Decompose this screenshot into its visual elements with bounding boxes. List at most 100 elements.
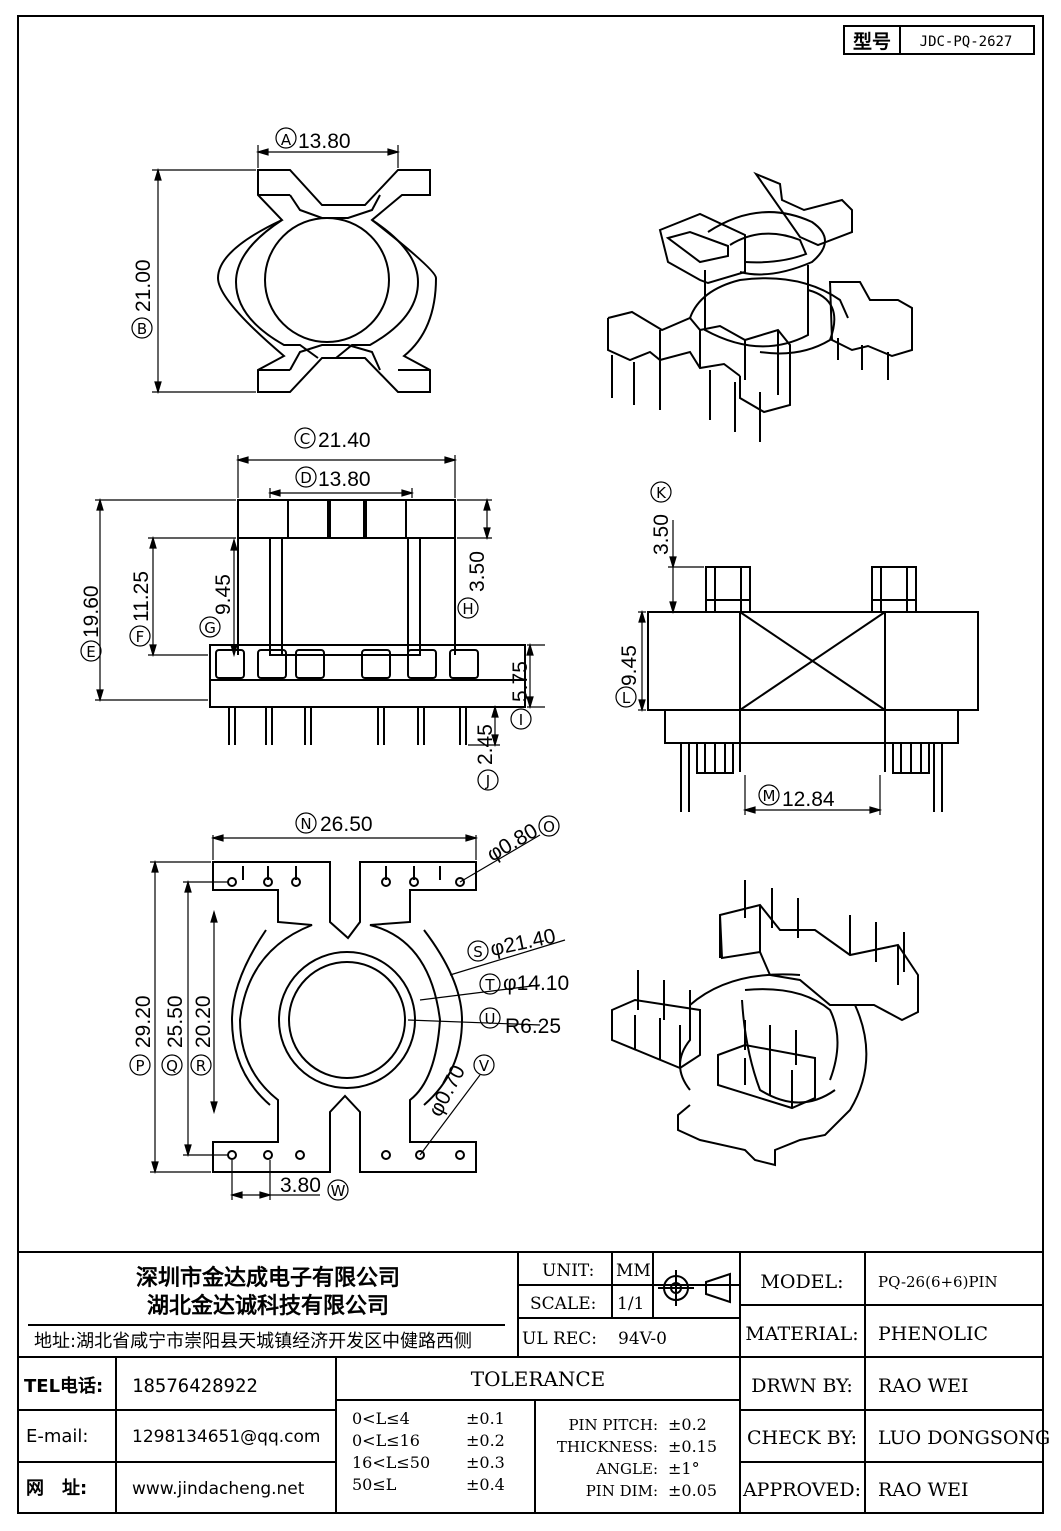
bottom-view-dim-lines [129,812,566,1201]
angle-label: ANGLE: [595,1460,658,1478]
iso-view-top [607,171,913,442]
dim-B-value: 21.00 [132,259,155,312]
angle-value: ±1° [668,1459,700,1478]
model-label: MODEL: [760,1271,843,1293]
dim-U-value: R6.25 [505,1015,561,1038]
title-block-grid [18,1251,1043,1513]
tolerance-range-3: 16<L≤50 [352,1453,430,1472]
svg-text:Q: Q [166,1057,178,1075]
check-by-label: CHECK BY: [747,1427,857,1449]
front-view-dim-lines [80,427,545,791]
svg-text:C: C [300,430,310,448]
company-name-1: 深圳市金达成电子有限公司 [136,1265,400,1291]
email-value: 1298134651@qq.com [132,1427,320,1447]
dim-I-value: 5.75 [509,661,532,702]
tolerance-value-1: ±0.1 [466,1409,505,1428]
material-label: MATERIAL: [745,1323,858,1345]
scale-label: SCALE: [530,1294,596,1314]
svg-text:L: L [622,689,631,707]
dim-B-letter: B [137,320,147,338]
drawn-by-label: DRWN BY: [751,1375,853,1397]
web-value: www.jindacheng.net [132,1479,305,1499]
material-value: PHENOLIC [878,1323,988,1345]
dim-G-value: 9.45 [212,574,235,615]
dim-B [131,167,256,395]
dim-A-letter: A [281,131,292,149]
svg-text:M: M [763,787,776,805]
top-view [216,169,438,393]
svg-text:U: U [485,1010,496,1028]
svg-text:T: T [484,976,495,994]
iso-view-bottom [611,880,919,1167]
side-view-dim-lines [615,481,883,815]
dim-J-value: 2.45 [474,724,497,765]
pin-pitch-value: ±0.2 [668,1415,707,1434]
ulrec-label: UL REC: [522,1329,597,1349]
svg-text:O: O [543,818,555,836]
company-name-2: 湖北金达诚科技有限公司 [147,1293,389,1319]
dim-T-value: φ14.10 [503,972,569,995]
pin-dim-label: PIN DIM: [586,1482,658,1500]
svg-text:V: V [479,1057,490,1075]
svg-text:P: P [135,1057,144,1075]
bottom-view [212,861,477,1173]
side-view [647,566,979,812]
svg-text:E: E [86,643,95,661]
dim-F-value: 11.25 [130,571,153,622]
dim-W-value: 3.80 [280,1174,321,1197]
svg-text:I: I [519,711,523,729]
sheet-border [17,15,1044,1514]
projection-symbol [658,1270,731,1306]
check-by-value: LUO DONGSONG [878,1427,1050,1449]
dim-A [255,127,401,168]
svg-text:H: H [462,600,473,618]
dim-O-value: φ0.80 [483,819,542,866]
dim-P-value: 29.20 [132,995,155,1048]
svg-text:K: K [656,484,667,502]
thickness-label: THICKNESS: [557,1438,658,1456]
dim-Q-value: 25.50 [164,995,187,1048]
dim-N-value: 26.50 [320,813,373,836]
pin-pitch-label: PIN PITCH: [568,1416,658,1434]
model-code-box: 型号 JDC-PQ-2627 [843,25,1035,55]
model-code-label: 型号 [853,30,891,53]
tolerance-title: TOLERANCE [471,1367,606,1391]
tolerance-value-2: ±0.2 [466,1431,505,1450]
tel-value: 18576428922 [132,1375,258,1397]
tel-label: TEL电话: [24,1375,103,1397]
dim-M-value: 12.84 [782,788,835,811]
company-address: 地址:湖北省咸宁市崇阳县天城镇经济开发区中健路西侧 [34,1331,472,1352]
dim-K-value: 3.50 [650,514,673,555]
side-view-dim-letters: K L M [622,484,776,805]
svg-text:J: J [485,772,490,790]
tolerance-range-1: 0<L≤4 [352,1409,410,1428]
front-view [209,499,526,745]
drawn-by-value: RAO WEI [878,1375,969,1397]
svg-text:N: N [300,815,311,833]
svg-text:G: G [204,619,216,637]
dim-S-value: φ21.40 [488,925,558,961]
svg-text:S: S [473,943,483,961]
front-view-dim-letters: CD EF GH IJ [86,430,523,790]
email-label: E-mail: [26,1426,89,1447]
model-value: PQ-26(6+6)PIN [878,1273,998,1291]
ulrec-value: 94V-0 [618,1329,667,1349]
thickness-value: ±0.15 [668,1437,717,1456]
svg-text:R: R [196,1057,206,1075]
dim-H-value: 3.50 [466,551,489,592]
dim-R-value: 20.20 [192,995,215,1048]
dim-C-value: 21.40 [318,429,371,452]
dim-A-value: 13.80 [298,130,351,153]
tolerance-range-4: 50≤L [352,1475,397,1494]
web-label: 网 址: [26,1478,87,1499]
dim-L-value: 9.45 [618,645,641,686]
approved-label: APPROVED: [742,1479,861,1501]
scale-value: 1/1 [617,1294,644,1314]
approved-value: RAO WEI [878,1479,969,1501]
unit-value: MM [616,1261,651,1281]
unit-label: UNIT: [542,1261,594,1281]
tolerance-value-4: ±0.4 [466,1475,505,1494]
tolerance-value-3: ±0.3 [466,1453,505,1472]
